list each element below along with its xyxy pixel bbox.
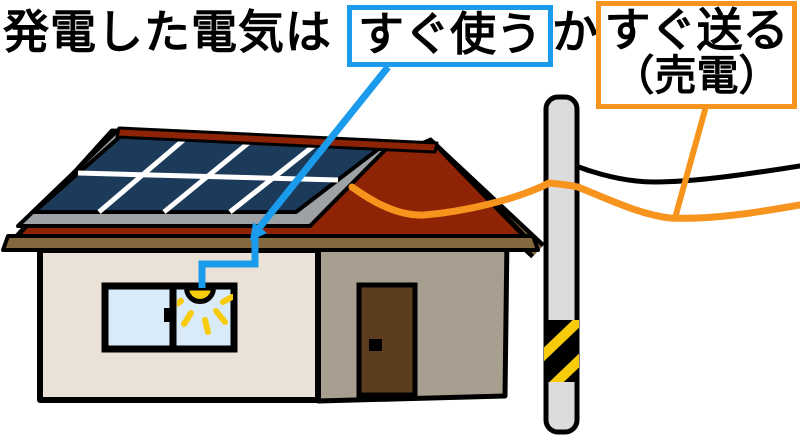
light-bulb-icon xyxy=(183,287,217,304)
send-now-box: すぐ送る（売電） xyxy=(596,1,797,109)
arrowhead-icon xyxy=(250,222,267,241)
door xyxy=(356,282,418,398)
sell-electricity-label: （売電） xyxy=(612,50,781,100)
use-now-label: すぐ使う xyxy=(358,7,542,61)
door-handle xyxy=(369,339,382,351)
utility-pole xyxy=(543,94,580,435)
headline-prefix: 発電した電気は xyxy=(3,5,332,59)
hazard-stripes xyxy=(544,320,579,382)
power-line-black xyxy=(549,152,800,185)
use-now-box: すぐ使う xyxy=(347,5,553,67)
power-line-orange xyxy=(348,179,800,222)
use-now-connector xyxy=(198,64,391,288)
window-latch xyxy=(164,308,171,322)
sell-electricity-leader xyxy=(672,107,708,221)
light-rays xyxy=(177,294,233,335)
headline-connector: か xyxy=(552,5,599,59)
send-now-label: すぐ送る xyxy=(604,3,789,57)
roof-fascia xyxy=(1,234,540,252)
